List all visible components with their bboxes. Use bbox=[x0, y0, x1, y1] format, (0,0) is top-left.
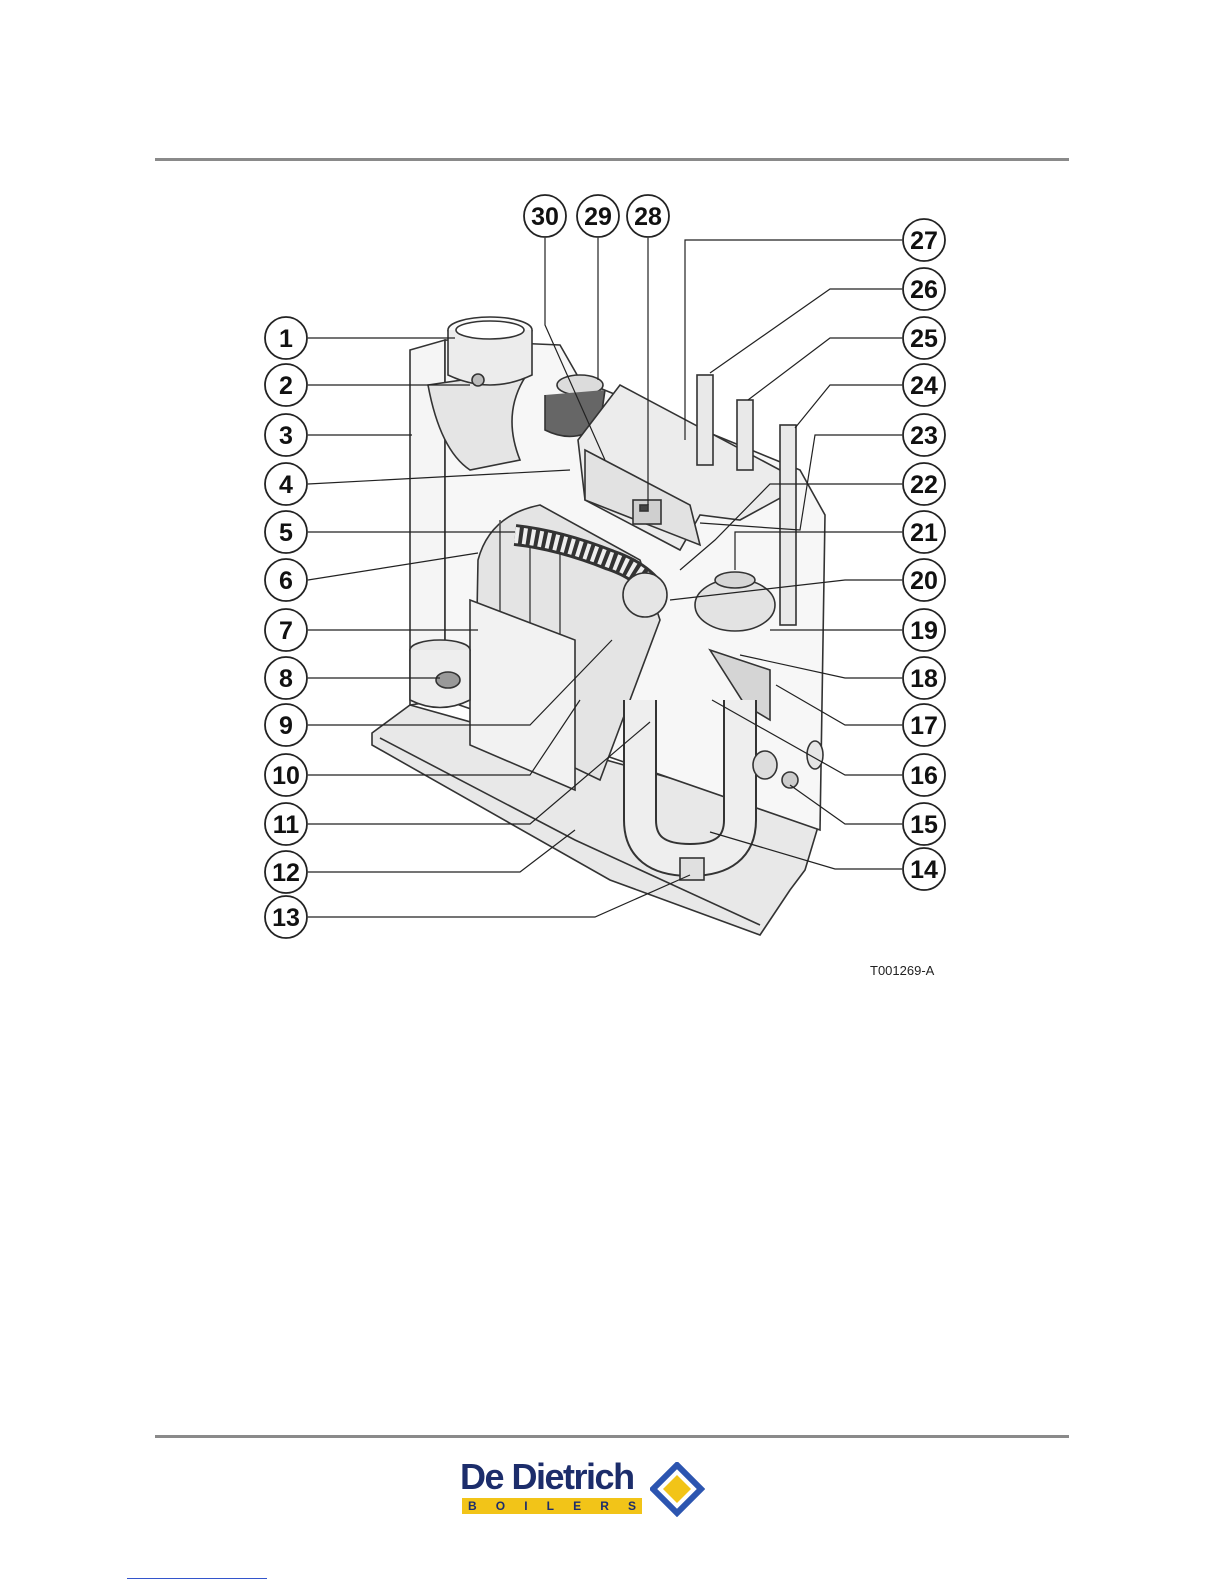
callout-number: 28 bbox=[634, 203, 662, 231]
callout-26: 26 bbox=[903, 268, 945, 310]
figure-reference-code: T001269-A bbox=[870, 963, 934, 978]
callout-number: 1 bbox=[279, 325, 293, 353]
callout-number: 12 bbox=[272, 859, 300, 887]
callout-number: 15 bbox=[910, 811, 938, 839]
callout-3: 3 bbox=[265, 414, 307, 456]
callout-number: 14 bbox=[910, 856, 938, 884]
callout-5: 5 bbox=[265, 511, 307, 553]
callout-number: 19 bbox=[910, 617, 938, 645]
callout-18: 18 bbox=[903, 657, 945, 699]
callout-number: 4 bbox=[279, 471, 293, 499]
callout-number: 9 bbox=[279, 712, 293, 740]
callout-number: 3 bbox=[279, 422, 293, 450]
callout-number: 8 bbox=[279, 665, 293, 693]
callout-22: 22 bbox=[903, 463, 945, 505]
callout-14: 14 bbox=[903, 848, 945, 890]
logo-brand-name: De Dietrich bbox=[460, 1456, 634, 1498]
page-link-underline bbox=[127, 1578, 267, 1579]
callout-15: 15 bbox=[903, 803, 945, 845]
logo-sub-letter: S bbox=[628, 1499, 636, 1513]
logo-sub-letter: I bbox=[524, 1499, 527, 1513]
callout-number: 24 bbox=[910, 372, 938, 400]
callout-28: 28 bbox=[627, 195, 669, 237]
callout-number: 7 bbox=[279, 617, 293, 645]
callout-10: 10 bbox=[265, 754, 307, 796]
callout-number: 25 bbox=[910, 325, 938, 353]
callout-24: 24 bbox=[903, 364, 945, 406]
footer-rule bbox=[155, 1435, 1069, 1438]
callout-number: 2 bbox=[279, 372, 293, 400]
callout-number: 13 bbox=[272, 904, 300, 932]
callout-number: 10 bbox=[272, 762, 300, 790]
callout-number: 30 bbox=[531, 203, 559, 231]
callout-number: 17 bbox=[910, 712, 938, 740]
callout-number: 6 bbox=[279, 567, 293, 595]
callout-8: 8 bbox=[265, 657, 307, 699]
callout-30: 30 bbox=[524, 195, 566, 237]
callout-29: 29 bbox=[577, 195, 619, 237]
logo-sub-letter: E bbox=[573, 1499, 581, 1513]
callout-number: 18 bbox=[910, 665, 938, 693]
callout-16: 16 bbox=[903, 754, 945, 796]
callout-number: 11 bbox=[273, 811, 300, 839]
logo-sub-letter: R bbox=[600, 1499, 609, 1513]
callout-number: 22 bbox=[910, 471, 938, 499]
boiler-exploded-diagram: 1234567891011121314151617181920212223242… bbox=[0, 0, 1225, 1000]
callout-21: 21 bbox=[903, 511, 945, 553]
callout-19: 19 bbox=[903, 609, 945, 651]
callout-number: 21 bbox=[910, 519, 938, 547]
callout-number: 20 bbox=[910, 567, 938, 595]
boiler-illustration bbox=[372, 317, 825, 935]
logo-sub-letter: L bbox=[547, 1499, 554, 1513]
diamond-logo-icon bbox=[650, 1462, 705, 1517]
callout-23: 23 bbox=[903, 414, 945, 456]
callout-11: 11 bbox=[265, 803, 307, 845]
callout-17: 17 bbox=[903, 704, 945, 746]
callout-number: 26 bbox=[910, 276, 938, 304]
callout-number: 29 bbox=[584, 203, 612, 231]
callout-20: 20 bbox=[903, 559, 945, 601]
callout-2: 2 bbox=[265, 364, 307, 406]
callout-12: 12 bbox=[265, 851, 307, 893]
logo-sub-letter: B bbox=[468, 1499, 477, 1513]
callout-number: 5 bbox=[279, 519, 293, 547]
callout-25: 25 bbox=[903, 317, 945, 359]
callout-9: 9 bbox=[265, 704, 307, 746]
logo-sub-letter: O bbox=[496, 1499, 505, 1513]
callout-number: 23 bbox=[910, 422, 938, 450]
callout-number: 16 bbox=[910, 762, 938, 790]
callout-1: 1 bbox=[265, 317, 307, 359]
callout-4: 4 bbox=[265, 463, 307, 505]
callout-13: 13 bbox=[265, 896, 307, 938]
callout-6: 6 bbox=[265, 559, 307, 601]
callout-7: 7 bbox=[265, 609, 307, 651]
callout-number: 27 bbox=[910, 227, 938, 255]
callout-27: 27 bbox=[903, 219, 945, 261]
